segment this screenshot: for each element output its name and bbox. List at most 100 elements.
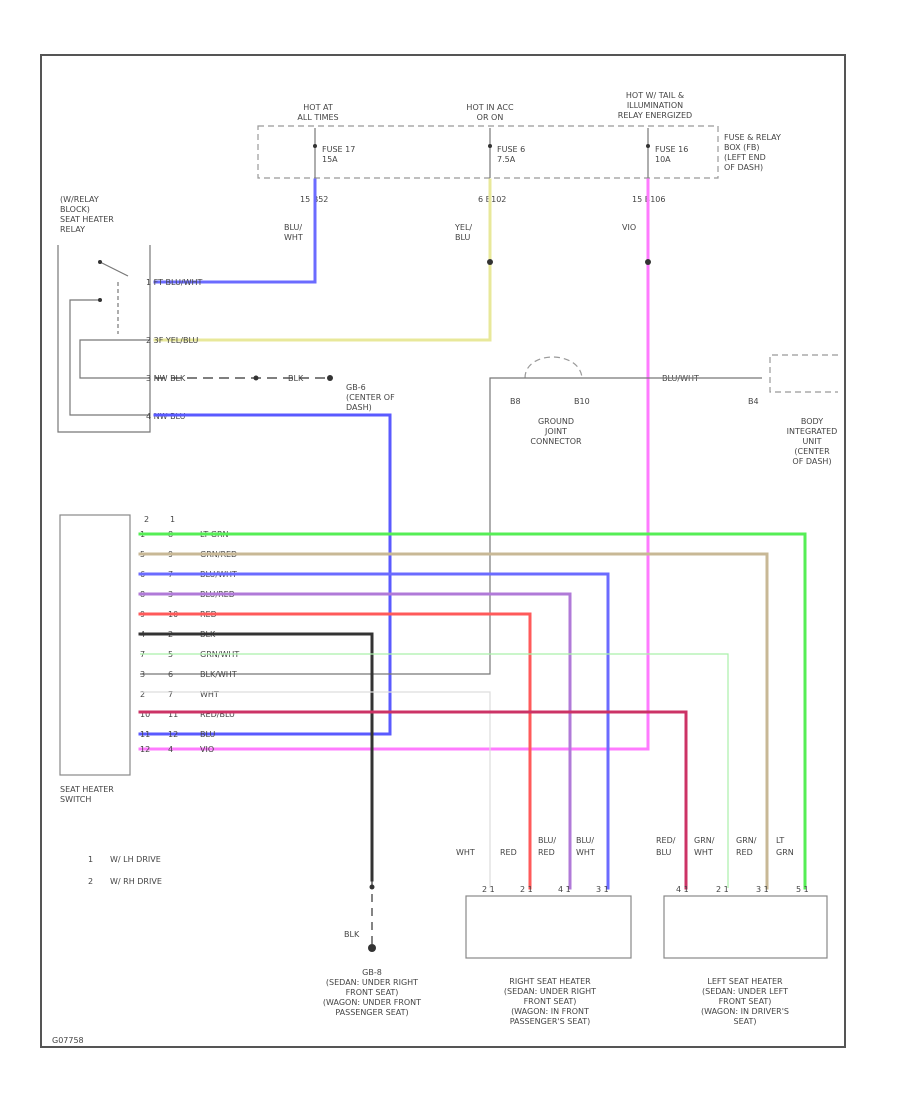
relay-pin-1: 1 FT BLU/WHT — [146, 278, 203, 287]
rh-wire-blu-wht: BLU/WHT — [576, 836, 595, 857]
wire-red-blu — [138, 710, 688, 890]
switch-pin-2: 11 — [140, 730, 150, 739]
switch-wire-name: VIO — [200, 745, 214, 754]
relay-coil-node — [98, 298, 102, 302]
biu-pin-b4: B4 — [748, 397, 759, 406]
wire-wht — [140, 691, 491, 888]
wire-grn-red — [138, 552, 769, 890]
lh-wire-grn-red: GRN/RED — [736, 836, 757, 857]
legend-num-2: 2 — [88, 877, 93, 886]
gjc-outline — [524, 356, 583, 379]
relay-contact-node — [98, 260, 102, 264]
wire-lt-grn — [138, 532, 807, 890]
switch-header-2: 2 — [144, 515, 149, 524]
source-label-line: HOT W/ TAIL & — [626, 91, 684, 100]
lh-pin: 3 1 — [756, 885, 769, 894]
gb8-node-b — [368, 944, 376, 952]
fuse-17-node — [313, 144, 317, 148]
switch-pin-1: 6 — [168, 670, 173, 679]
splice-vio — [645, 259, 651, 265]
rh-wire-red: RED — [500, 848, 517, 857]
diagram-frame — [40, 54, 846, 1048]
source-label-line: OR ON — [477, 113, 504, 122]
figure-id: G07758 — [52, 1036, 84, 1045]
blk-label-gb8: BLK — [344, 930, 360, 939]
gjc-pin-b10: B10 — [574, 397, 590, 406]
wire-vio-main — [138, 178, 650, 751]
switch-wire-name: BLK/WHT — [200, 670, 237, 679]
wire-yel-blu-relay — [153, 178, 492, 342]
switch-row: 11 12 BLU — [140, 730, 216, 739]
switch-pin-2: 2 — [140, 690, 145, 699]
biu-outline — [769, 354, 838, 393]
switch-body — [59, 514, 131, 776]
lh-pin: 2 1 — [716, 885, 729, 894]
rh-pin: 3 1 — [596, 885, 609, 894]
switch-pin-2: 3 — [140, 670, 145, 679]
left-heater-body — [663, 895, 828, 959]
source-label-line: HOT AT — [303, 103, 333, 112]
switch-pin-1: 12 — [168, 730, 178, 739]
relay-pin-2: 2 3F YEL/BLU — [146, 336, 199, 345]
rh-wire-wht: WHT — [456, 848, 475, 857]
gb6-node-a — [253, 375, 259, 381]
source-label-line: ALL TIMES — [297, 113, 338, 122]
switch-pin-1: 7 — [168, 690, 173, 699]
gjc-pin-b8: B8 — [510, 397, 521, 406]
right-seat-heater: WHT RED BLU/RED BLU/WHT 2 1 2 1 4 1 3 1 … — [456, 836, 632, 1026]
switch-header-1: 1 — [170, 515, 175, 524]
legend: 1 W/ LH DRIVE 2 W/ RH DRIVE — [88, 855, 162, 886]
wire-grn-wht — [140, 653, 729, 888]
lh-pin: 4 1 — [676, 885, 689, 894]
lh-wire-grn-wht: GRN/WHT — [694, 836, 715, 857]
blk-label-gb6: BLK — [288, 374, 304, 383]
splice-yel-blu — [487, 259, 493, 265]
legend-text-1: W/ LH DRIVE — [110, 855, 161, 864]
gb8-node-a — [369, 884, 375, 890]
rh-wire-blu-red: BLU/RED — [538, 836, 556, 857]
relay-coil-path — [69, 299, 150, 416]
rh-pin: 4 1 — [558, 885, 571, 894]
switch-wire-name: BLU — [200, 730, 216, 739]
source-label-line: ILLUMINATION — [627, 101, 683, 110]
switch-pin-2: 12 — [140, 745, 150, 754]
relay-switch-contact — [99, 261, 129, 277]
switch-wire-name: WHT — [200, 690, 219, 699]
lh-wire-red-blu: RED/BLU — [656, 836, 676, 857]
switch-row: 2 7 WHT — [140, 690, 219, 699]
switch-pin-1: 11 — [168, 710, 178, 719]
right-heater-body — [465, 895, 632, 959]
switch-row: 3 6 BLK/WHT — [140, 670, 237, 679]
wire-red — [138, 612, 532, 890]
wire-blu-wht — [138, 572, 610, 890]
lh-pin: 5 1 — [796, 885, 809, 894]
relay-pin-3: 3 NW BLK — [146, 374, 186, 383]
wire-gjc-switch — [140, 377, 530, 675]
rh-pin: 2 1 — [482, 885, 495, 894]
wire-blu-wht-relay — [153, 178, 317, 284]
legend-num-1: 1 — [88, 855, 93, 864]
switch-pin-1: 4 — [168, 745, 173, 754]
